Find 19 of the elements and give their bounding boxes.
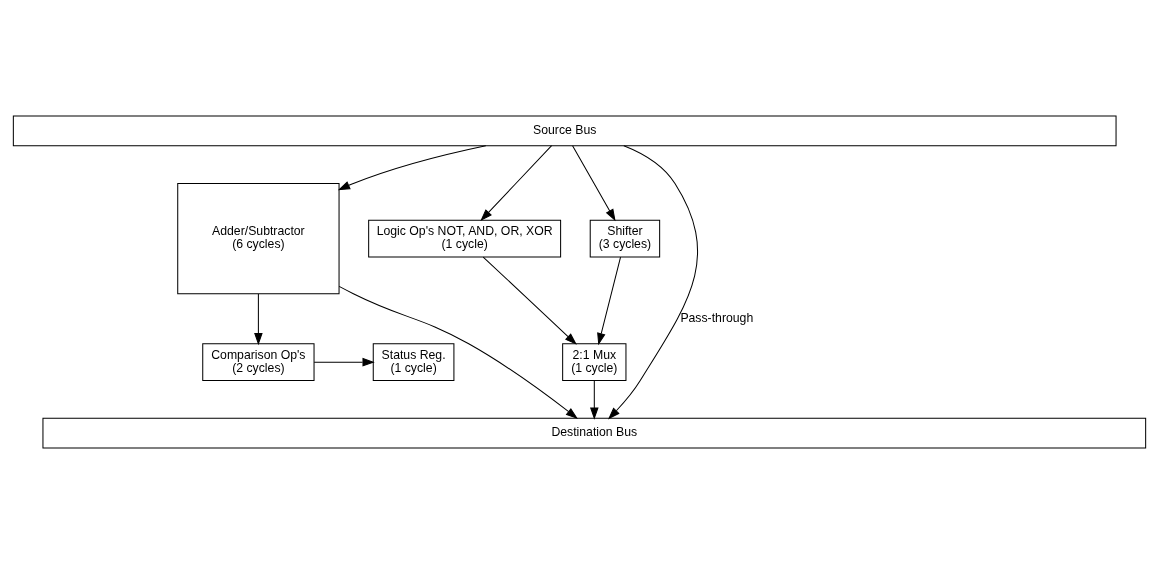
arrow [337,144,487,190]
arrow [607,144,699,419]
node-box: Status Reg. (1 cycle) [372,342,455,381]
node-box: Adder/Subtractor (6 cycles) [177,182,340,294]
node-box: 2:1 Mux (1 cycle) [562,342,627,381]
arrow [480,144,553,221]
arrow [338,285,578,419]
arrow [482,256,577,345]
node-box: Comparison Op's (2 cycles) [202,342,315,381]
edge-label: Pass-through [680,310,754,325]
node-box: Logic Op's NOT, AND, OR, XOR (1 cycle) [368,219,562,257]
arrow [590,379,599,420]
arrow [254,292,263,345]
node-box: Destination Bus [42,417,1147,448]
node-box: Shifter (3 cycles) [589,219,661,257]
arrow [572,144,616,221]
arrow [313,357,375,366]
arrow [597,256,622,345]
node-box: Source Bus [12,115,1117,146]
